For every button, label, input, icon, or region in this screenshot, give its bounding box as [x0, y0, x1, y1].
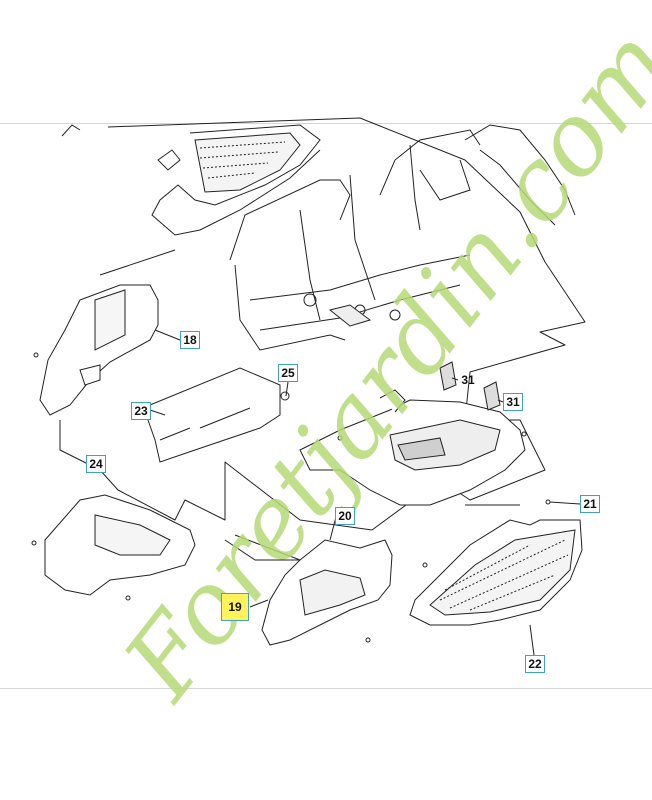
leader-frame-top — [59, 117, 586, 531]
callout-25: 25 — [278, 364, 298, 382]
leader-25 — [285, 381, 289, 397]
callout-19: 19 — [221, 593, 249, 621]
callout-22: 22 — [525, 655, 545, 673]
leader-22 — [529, 624, 535, 656]
knob-part-31b — [483, 381, 501, 411]
leader-left-sheet — [99, 249, 176, 276]
callout-18: 18 — [180, 331, 200, 349]
leader-bottom — [224, 534, 301, 561]
engine-grille-part — [61, 124, 321, 236]
side-panel-part-18 — [33, 284, 159, 416]
leader-21 — [549, 501, 581, 505]
leader-31a — [451, 377, 459, 381]
dashboard-part-20 — [299, 389, 527, 506]
leader-19 — [249, 599, 269, 608]
front-cover-part-19 — [261, 539, 393, 646]
leader-18 — [154, 329, 181, 341]
footrest-part-22 — [409, 499, 583, 626]
leader-31b — [497, 399, 504, 403]
callout-20: 20 — [335, 507, 355, 525]
callout-21: 21 — [580, 495, 600, 513]
callout-31b: 31 — [503, 393, 523, 411]
knob-part-31a — [439, 361, 457, 391]
top-frame-line — [0, 123, 652, 124]
lower-tray-part-24 — [31, 494, 196, 601]
floor-plate-part-23 — [147, 367, 290, 463]
roll-frame-part — [229, 124, 576, 351]
callout-23: 23 — [131, 402, 151, 420]
callout-24: 24 — [86, 455, 106, 473]
bottom-frame-line — [0, 688, 652, 689]
leader-23 — [149, 409, 166, 416]
callout-31a: 31 — [461, 373, 475, 387]
